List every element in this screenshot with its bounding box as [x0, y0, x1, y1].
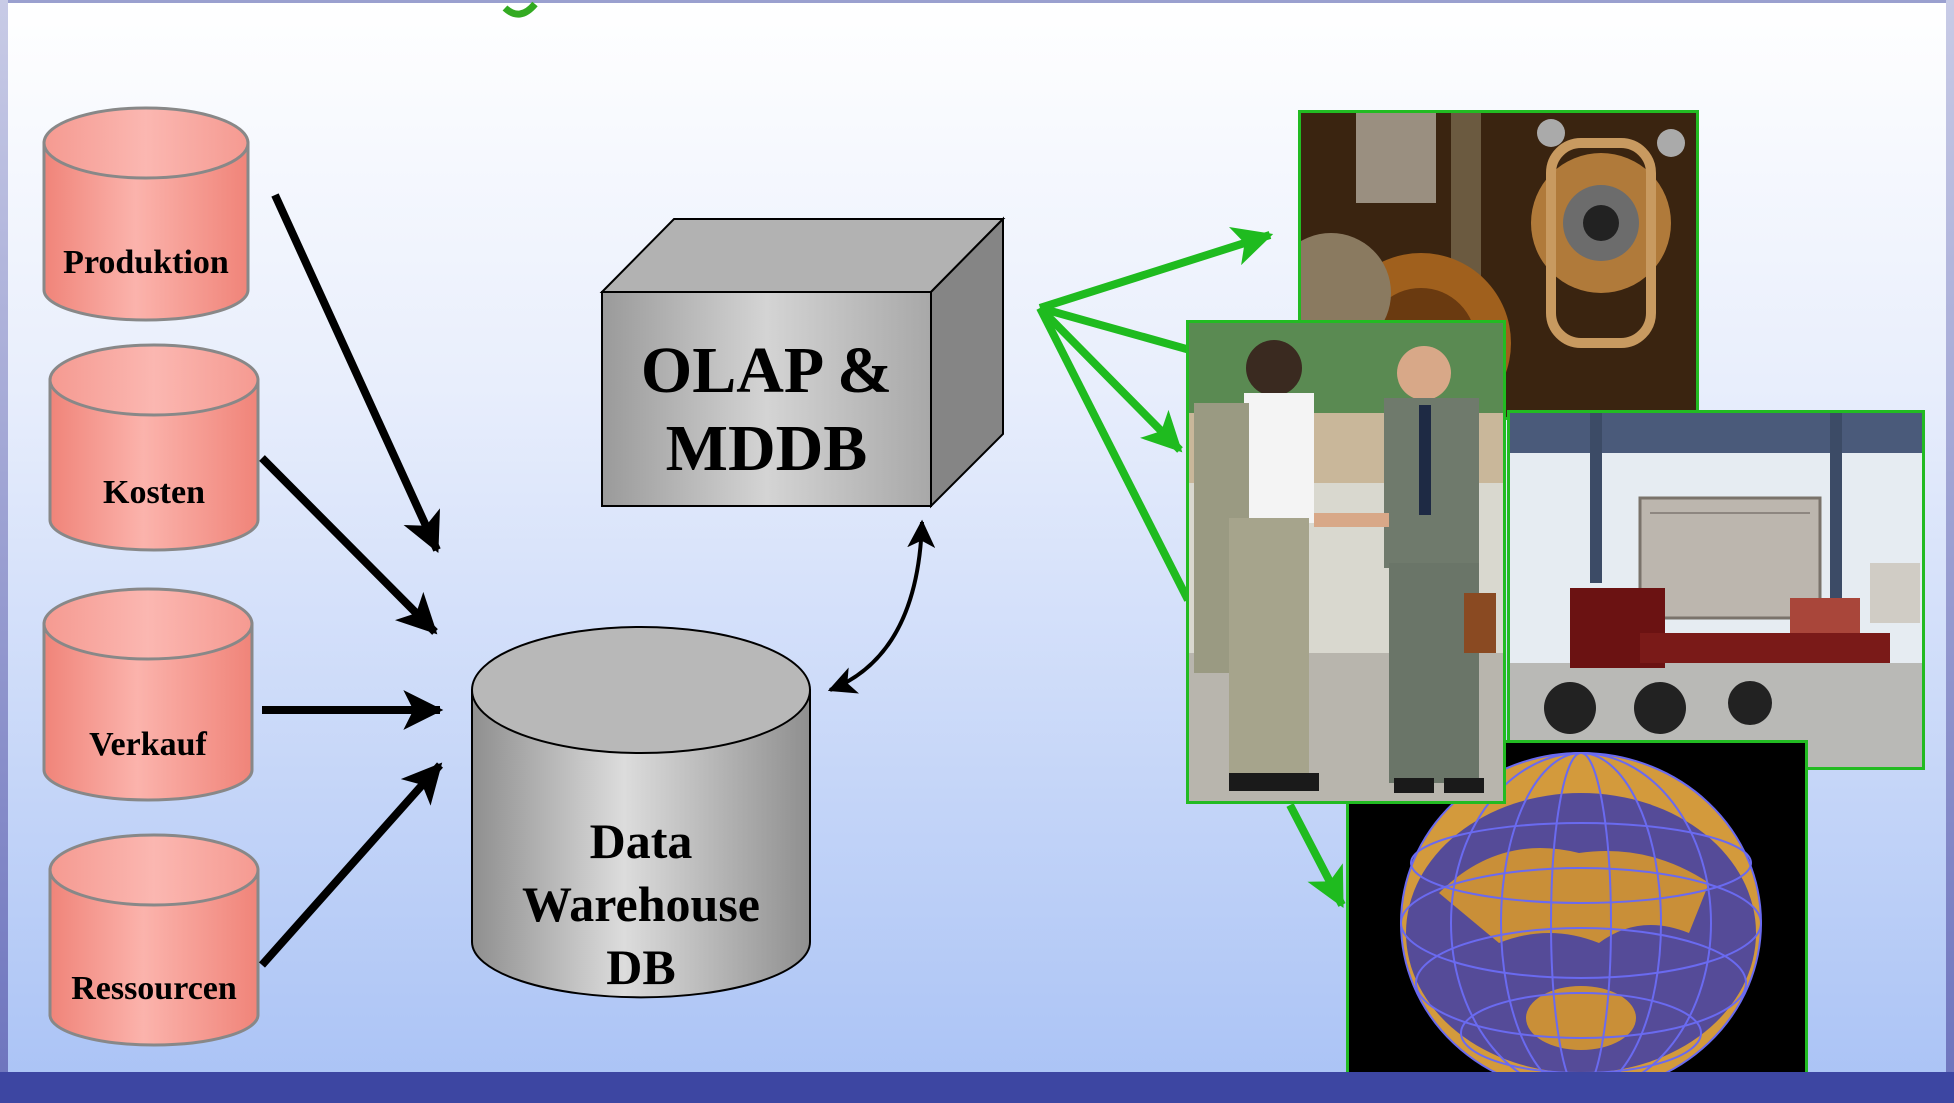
- right-border: [1946, 0, 1954, 1103]
- cylinder-verkauf: [42, 587, 254, 802]
- globe-wireframe-image: [1346, 740, 1808, 1103]
- output-arrows: [1036, 227, 1346, 908]
- data-warehouse-cylinder: [471, 626, 811, 999]
- source-label-ressourcen: Ressourcen: [71, 970, 237, 1007]
- source-label-verkauf: Verkauf: [89, 726, 207, 763]
- cylinder-produktion: [42, 106, 250, 322]
- top-border: [0, 0, 1954, 3]
- dw-label-line3: DB: [606, 939, 676, 995]
- olap-label: OLAP & MDDB: [602, 332, 931, 488]
- cylinder-kosten: [48, 343, 260, 552]
- input-arrows: [259, 193, 444, 968]
- partial-title-glyph: [502, 1, 538, 18]
- left-border: [0, 0, 8, 1103]
- source-label-produktion: Produktion: [63, 244, 229, 281]
- handshake-photo: [1186, 320, 1506, 804]
- dw-label-line2: Warehouse: [522, 876, 760, 932]
- dw-label-line1: Data: [589, 813, 693, 869]
- businessman-right-figure: [1384, 346, 1496, 793]
- source-label-kosten: Kosten: [103, 474, 205, 511]
- olap-label-line2: MDDB: [665, 412, 868, 485]
- data-warehouse-label: Data Warehouse DB: [472, 810, 810, 999]
- businessman-left-figure: [1194, 340, 1319, 791]
- cylinder-ressourcen: [48, 833, 260, 1047]
- olap-box: [599, 216, 1006, 509]
- container-truck-photo: [1507, 410, 1925, 770]
- bottom-bar: [0, 1072, 1954, 1103]
- olap-label-line1: OLAP &: [640, 334, 893, 407]
- dw-olap-link-arrow: [827, 519, 936, 694]
